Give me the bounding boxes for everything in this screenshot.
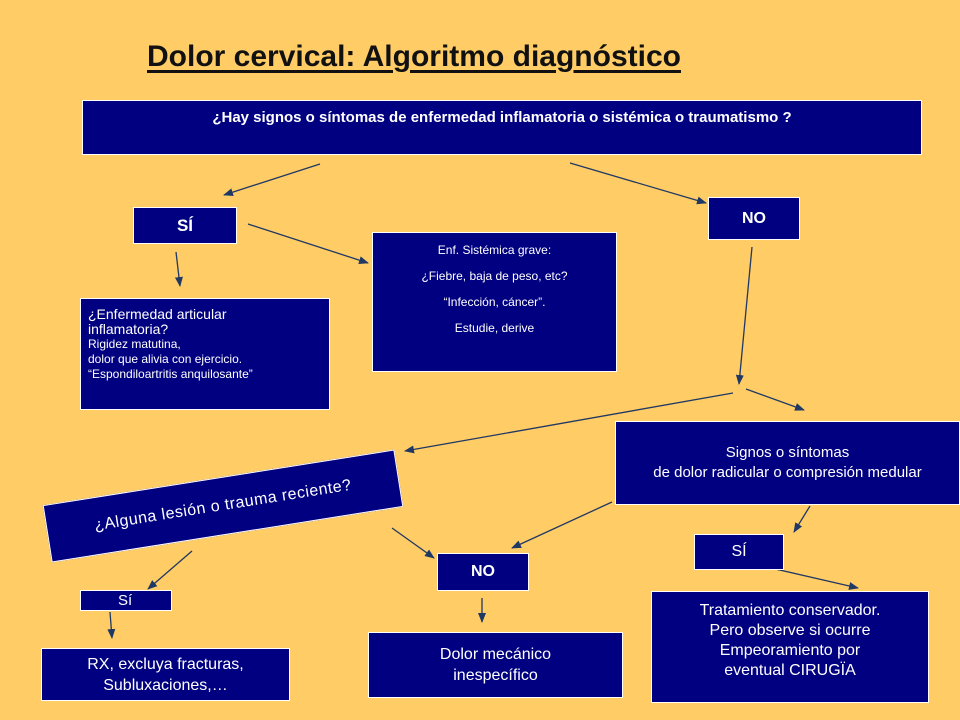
arrow-yes-to-systemic [247, 223, 369, 265]
main-question-text: ¿Hay signos o síntomas de enfermedad inf… [212, 109, 792, 126]
rx-box: RX, excluya fracturas, Subluxaciones,… [41, 648, 290, 701]
page-title: Dolor cervical: Algoritmo diagnóstico [147, 40, 681, 73]
yes-trauma-label: Sí [118, 592, 133, 609]
yes-trauma-box: Sí [80, 590, 172, 611]
yes-top-label: SÍ [176, 215, 194, 235]
arrow-split-to-radicular [745, 388, 805, 411]
mechanical-line-1: Dolor mecánico [439, 646, 552, 663]
inflammatory-line-4: dolor que alivia con ejercicio. [88, 352, 243, 366]
radicular-line-2: de dolor radicular o compresión medular [653, 464, 922, 481]
arrow-radicular-to-no [511, 501, 613, 549]
yes-top-box: SÍ [133, 207, 237, 244]
no-top-label: NO [742, 209, 766, 227]
main-question-box: ¿Hay signos o síntomas de enfermedad inf… [82, 100, 922, 155]
arrow-main-to-yes [223, 163, 321, 197]
no-top-box: NO [708, 197, 800, 240]
systemic-line-3: “Infección, cáncer”. [443, 295, 546, 309]
arrow-radicular-to-yes [793, 505, 811, 533]
treatment-line-2: Pero observe si ocurre [709, 622, 871, 639]
no-middle-label: NO [471, 563, 495, 580]
yes-radicular-label: SÍ [731, 543, 747, 560]
treatment-line-1: Tratamiento conservador. [699, 602, 881, 619]
mechanical-pain-box: Dolor mecánico inespecífico [368, 632, 623, 698]
inflammatory-line-1: ¿Enfermedad articular [88, 306, 227, 322]
inflammatory-line-3: Rigidez matutina, [88, 337, 181, 351]
yes-radicular-box: SÍ [694, 534, 784, 570]
treatment-line-4: eventual CIRUGÏA [724, 662, 856, 679]
arrow-no-down [735, 246, 753, 385]
inflammatory-disease-box: ¿Enfermedad articular inflamatoria? Rigi… [80, 298, 330, 410]
arrow-trauma-to-yes [147, 550, 193, 590]
arrow-yes-to-rx [107, 611, 116, 639]
rx-line-2: Subluxaciones,… [103, 676, 228, 694]
arrow-trauma-to-no [391, 527, 435, 559]
arrow-main-to-no [569, 162, 707, 205]
systemic-line-2: ¿Fiebre, baja de peso, etc? [421, 269, 568, 283]
systemic-line-4: Estudie, derive [454, 321, 535, 335]
arrow-split-to-trauma [404, 392, 734, 454]
no-middle-box: NO [437, 553, 529, 591]
radicular-signs-box: Signos o síntomas de dolor radicular o c… [615, 421, 960, 505]
arrow-yes-to-inflammatory [174, 251, 183, 287]
inflammatory-line-5: “Espondiloartritis anquilosante” [88, 367, 253, 381]
treatment-box: Tratamiento conservador. Pero observe si… [651, 591, 929, 703]
rx-line-1: RX, excluya fracturas, [87, 655, 244, 673]
mechanical-line-2: inespecífico [453, 667, 538, 684]
treatment-line-3: Empeoramiento por [719, 642, 861, 659]
systemic-line-1: Enf. Sistémica grave: [437, 243, 552, 257]
radicular-line-1: Signos o síntomas [725, 444, 850, 461]
inflammatory-line-2: inflamatoria? [88, 321, 169, 337]
systemic-disease-box: Enf. Sistémica grave: ¿Fiebre, baja de p… [372, 232, 617, 372]
